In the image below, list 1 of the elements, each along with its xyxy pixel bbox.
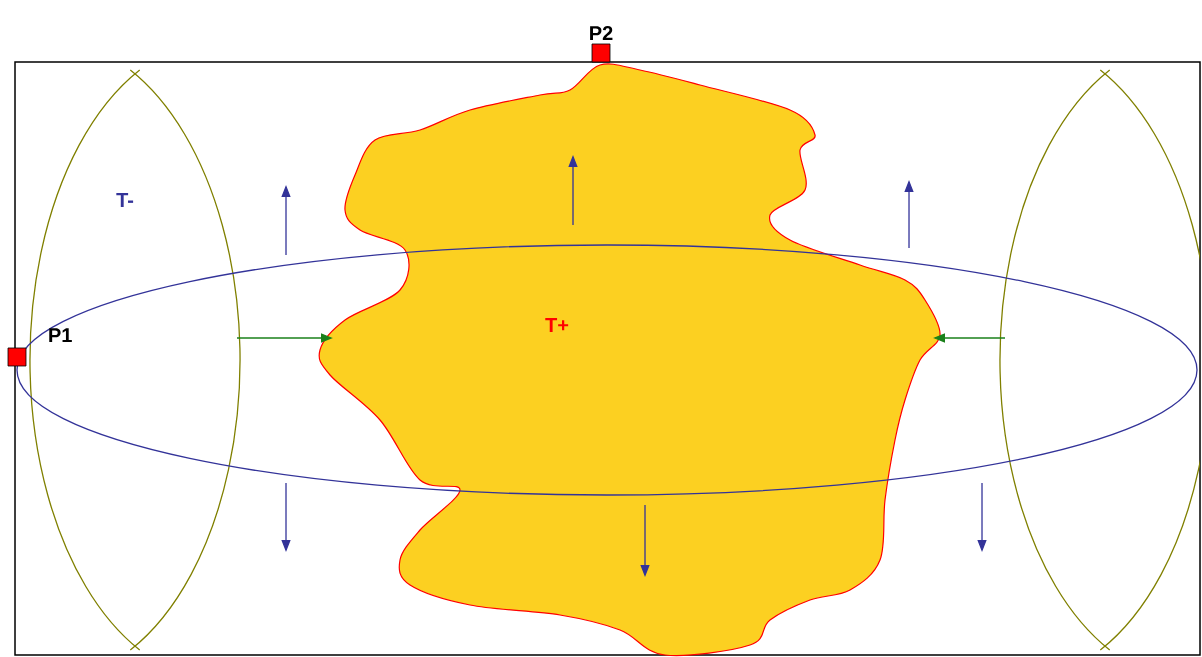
region-label: T- [116, 193, 134, 207]
